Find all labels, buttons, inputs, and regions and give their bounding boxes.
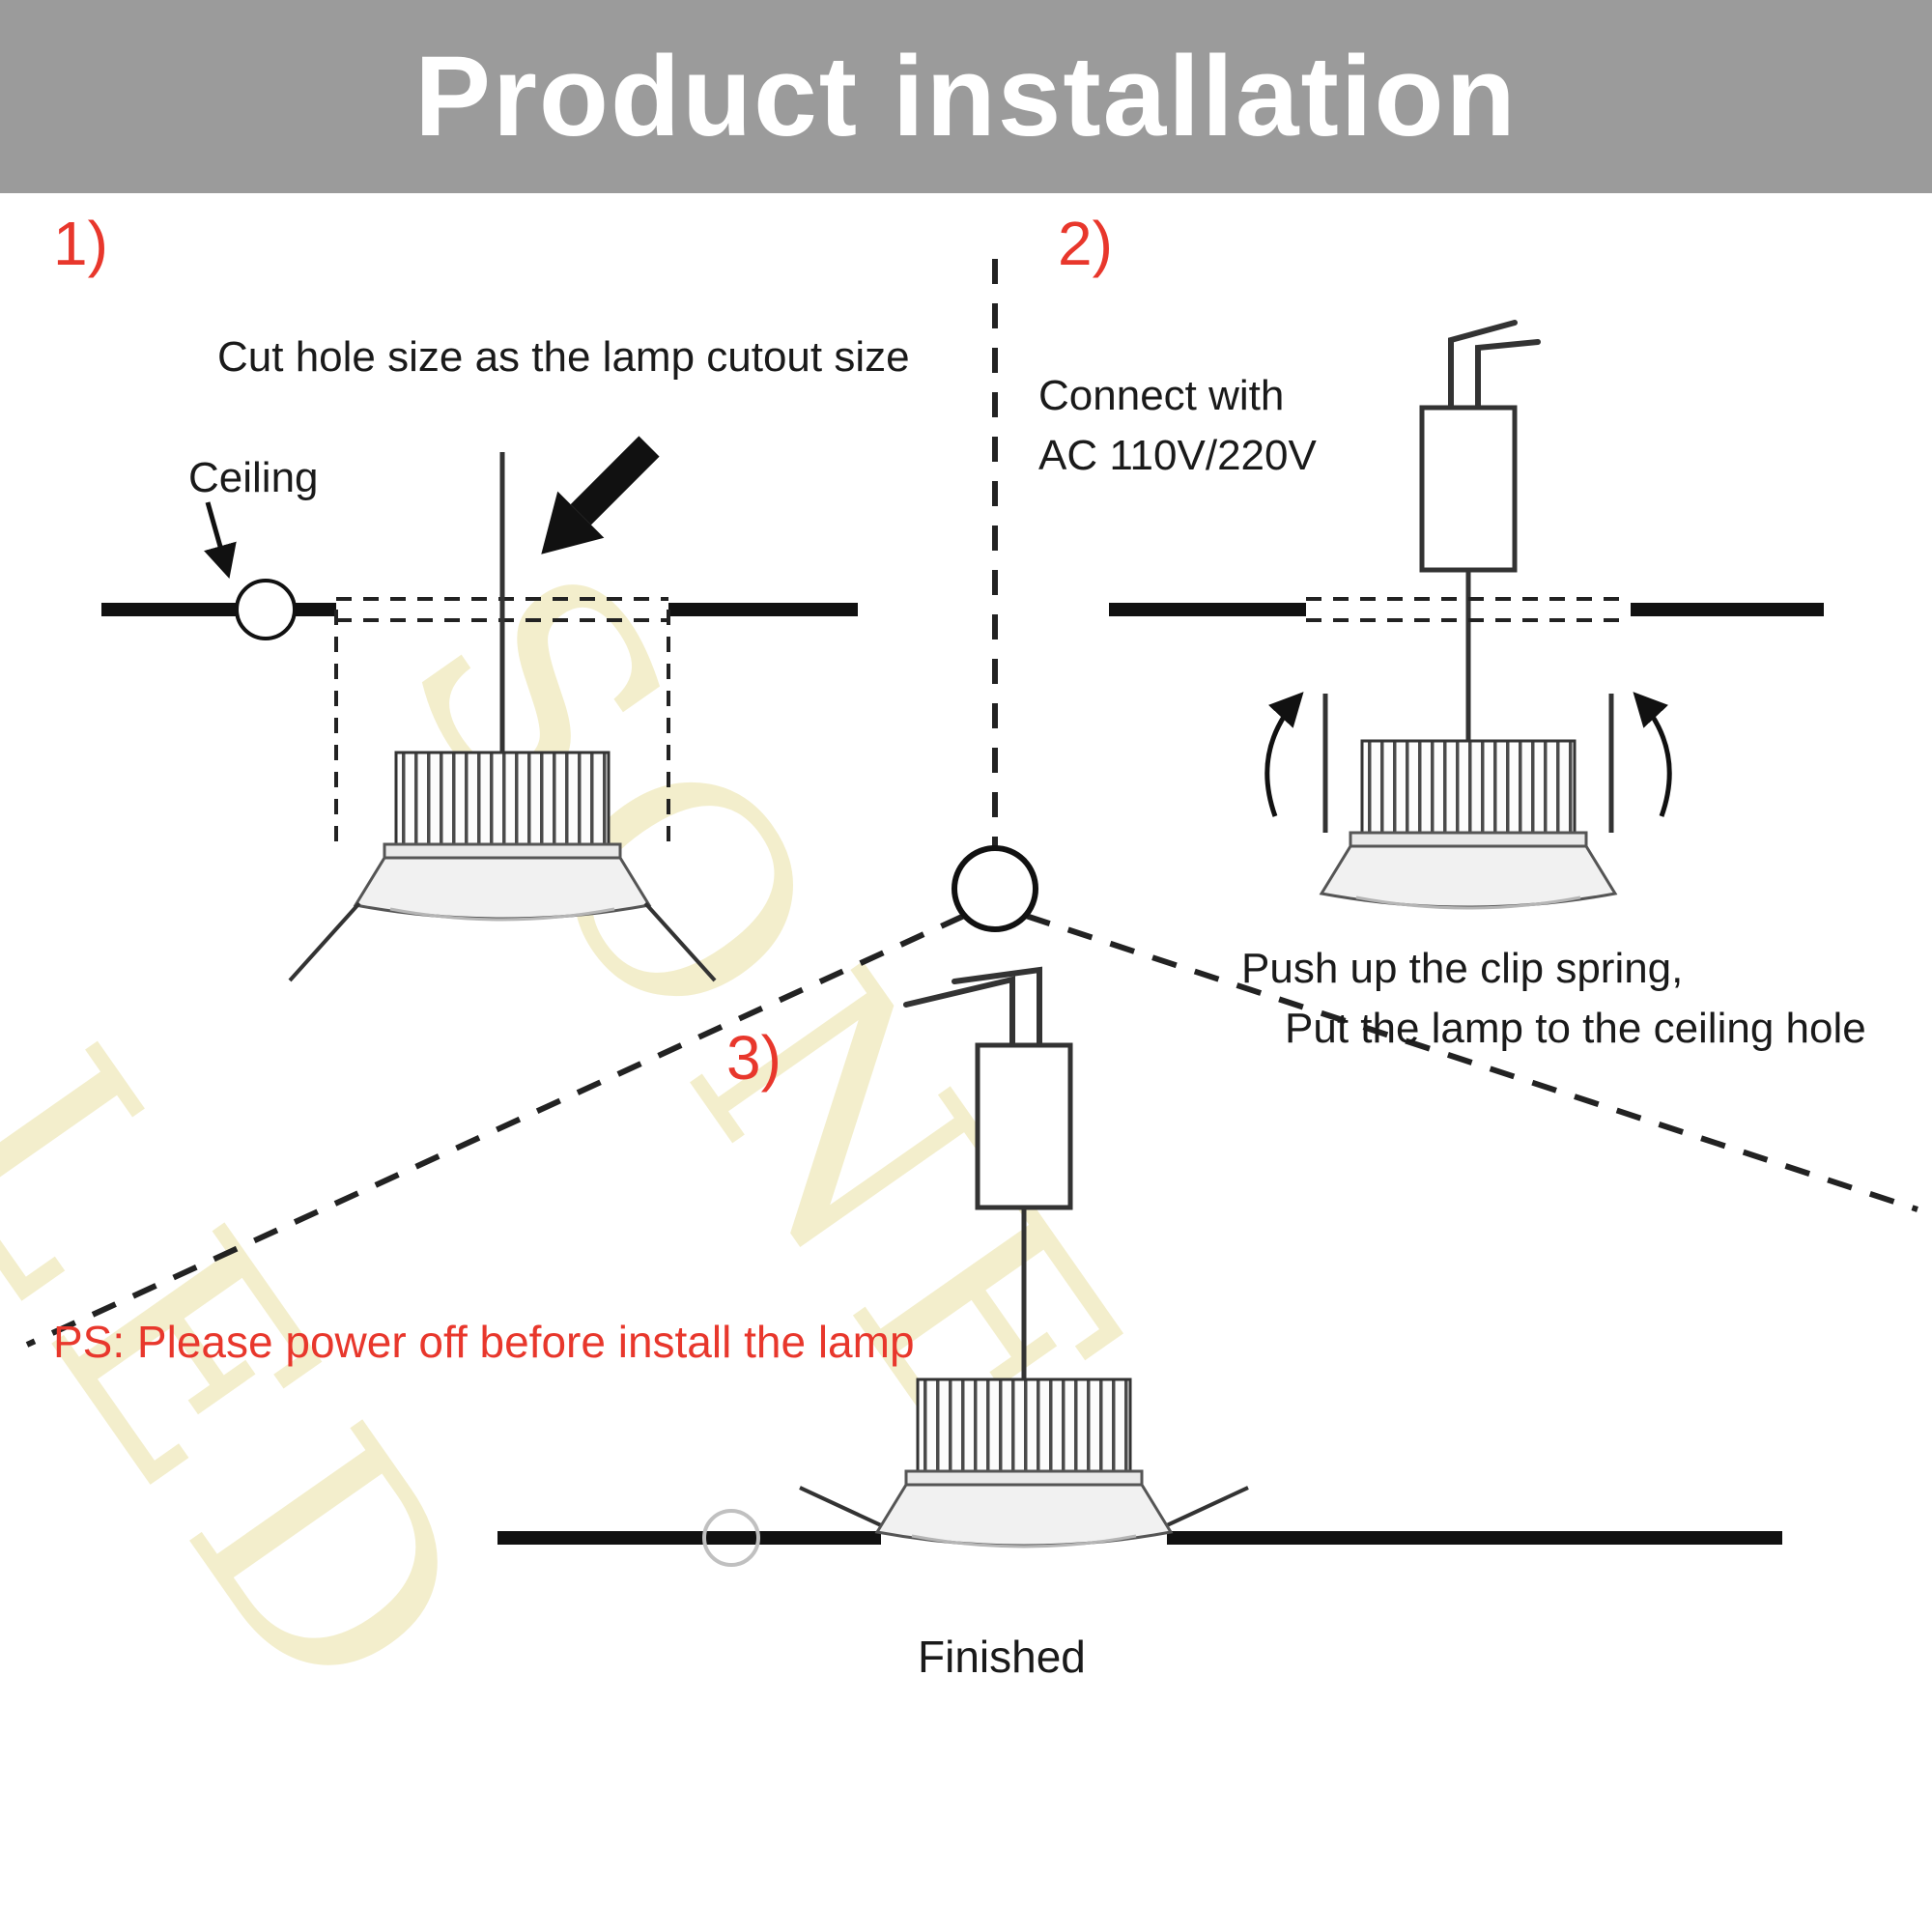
power-off-warning: PS: Please power off before install the … <box>53 1317 915 1367</box>
driver-pigtail-wire-2 <box>952 966 1042 1050</box>
driver-pigtail-wire-1 <box>903 976 1015 1050</box>
push-up-arrow-right <box>1633 692 1672 817</box>
step3-number: 3) <box>726 1023 781 1093</box>
clip-spring-right <box>1153 1486 1249 1533</box>
driver-pigtail-wire-2 <box>1475 339 1541 412</box>
ceiling-label: Ceiling <box>188 454 319 501</box>
clip-spring-right <box>643 901 717 982</box>
step1-caption: Cut hole size as the lamp cutout size <box>217 333 910 381</box>
step2-number: 2) <box>1058 209 1113 278</box>
finished-label: Finished <box>918 1632 1086 1682</box>
ceiling-marker-circle <box>235 579 297 640</box>
step1-number: 1) <box>53 209 108 278</box>
downlight-lamp <box>354 751 651 922</box>
divider-lines <box>25 259 1918 1348</box>
ceiling-pointer-arrow <box>204 501 237 580</box>
led-driver <box>1422 408 1515 570</box>
led-driver <box>978 1045 1070 1208</box>
push-up-arrow-left <box>1264 692 1304 817</box>
driver-pigtail-wire-1 <box>1448 320 1518 412</box>
downlight-lamp <box>1320 739 1617 910</box>
clip-spring-left <box>288 901 361 982</box>
ceiling-marker-circle <box>702 1509 760 1567</box>
title-banner: Product installation <box>0 0 1932 193</box>
divider-diagonal-right <box>1025 913 1918 1212</box>
cut-direction-arrow-icon <box>541 436 660 554</box>
step3-diagram <box>497 966 1782 1567</box>
step2-connect-line1: Connect with <box>1038 372 1285 419</box>
page-title: Product installation <box>414 33 1518 160</box>
clip-spring-left <box>799 1486 895 1533</box>
step2-note-line1: Push up the clip spring, <box>1241 945 1684 992</box>
step2-diagram <box>1109 320 1824 910</box>
step1-diagram <box>101 436 858 982</box>
downlight-lamp <box>875 1378 1173 1548</box>
step2-note-line2: Put the lamp to the ceiling hole <box>1285 1005 1866 1052</box>
divider-diagonal-left <box>25 913 966 1348</box>
divider-hub-circle <box>952 845 1038 932</box>
step2-connect-line2: AC 110V/220V <box>1038 432 1317 479</box>
